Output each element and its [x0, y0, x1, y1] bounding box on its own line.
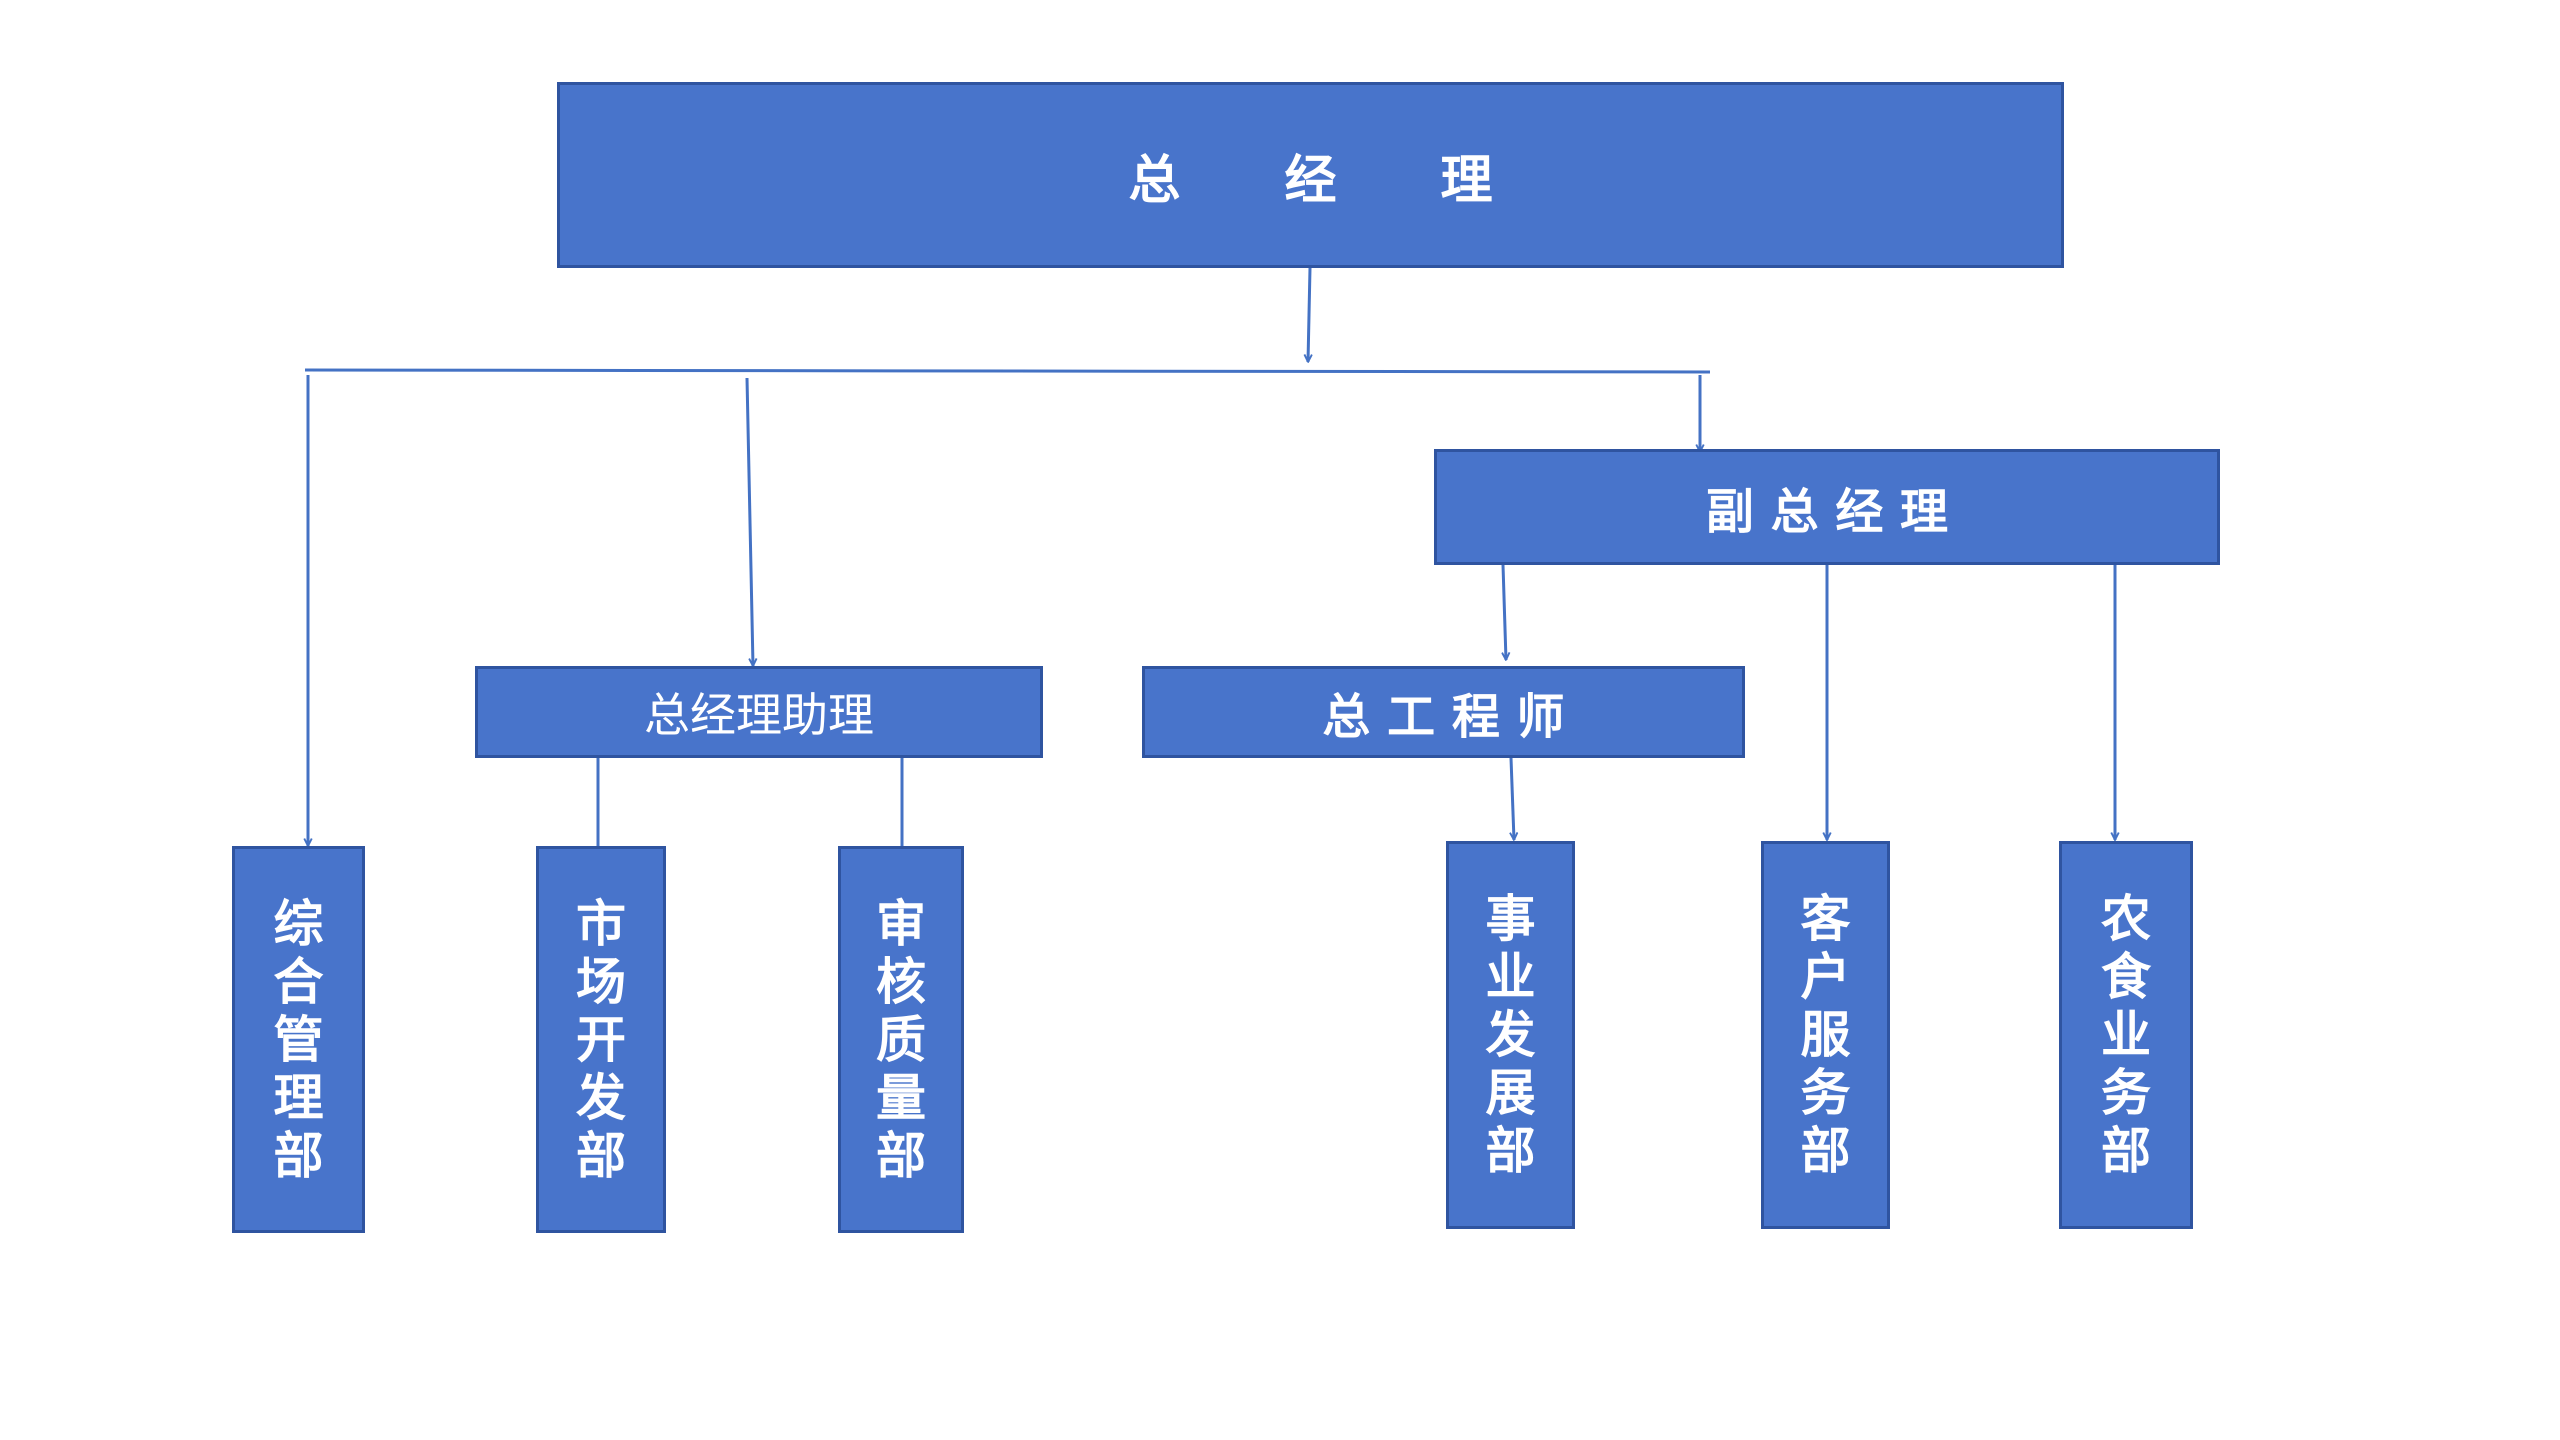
gm-assistant-box: 总经理助理: [475, 666, 1043, 758]
chief-engineer-label: 总 工 程 师: [1322, 689, 1565, 745]
deputy-general-manager-box: 副 总 经 理: [1434, 449, 2220, 565]
dept-customer-service-label: 客户服务部: [1800, 890, 1851, 1180]
general-manager-box: 总 经 理: [557, 82, 2064, 268]
connector-engineer-to-business: [1511, 757, 1514, 840]
connector-deputy-to-engineer: [1503, 564, 1506, 660]
connector-bus: [304, 368, 1711, 374]
dept-business-dev-label: 事业发展部: [1485, 890, 1536, 1180]
dept-audit-quality-box: 审核质量部: [838, 846, 964, 1233]
dept-general-admin-box: 综合管理部: [232, 846, 365, 1233]
gm-assistant-label: 总经理助理: [644, 688, 874, 742]
dept-agri-food-label: 农食业务部: [2101, 890, 2151, 1180]
connector-bus-to-assistant: [745, 377, 753, 666]
general-manager-label: 总 经 理: [1128, 150, 1493, 211]
deputy-general-manager-label: 副 总 经 理: [1705, 484, 1949, 540]
dept-business-dev-box: 事业发展部: [1446, 841, 1575, 1229]
chief-engineer-box: 总 工 程 师: [1142, 666, 1745, 758]
dept-general-admin-label: 综合管理部: [273, 894, 324, 1185]
dept-audit-quality-label: 审核质量部: [876, 894, 926, 1185]
dept-market-dev-label: 市场开发部: [576, 894, 626, 1185]
dept-market-dev-box: 市场开发部: [536, 846, 666, 1233]
dept-customer-service-box: 客户服务部: [1761, 841, 1890, 1229]
dept-agri-food-box: 农食业务部: [2059, 841, 2193, 1229]
connector-gm-to-bus: [1308, 267, 1310, 362]
